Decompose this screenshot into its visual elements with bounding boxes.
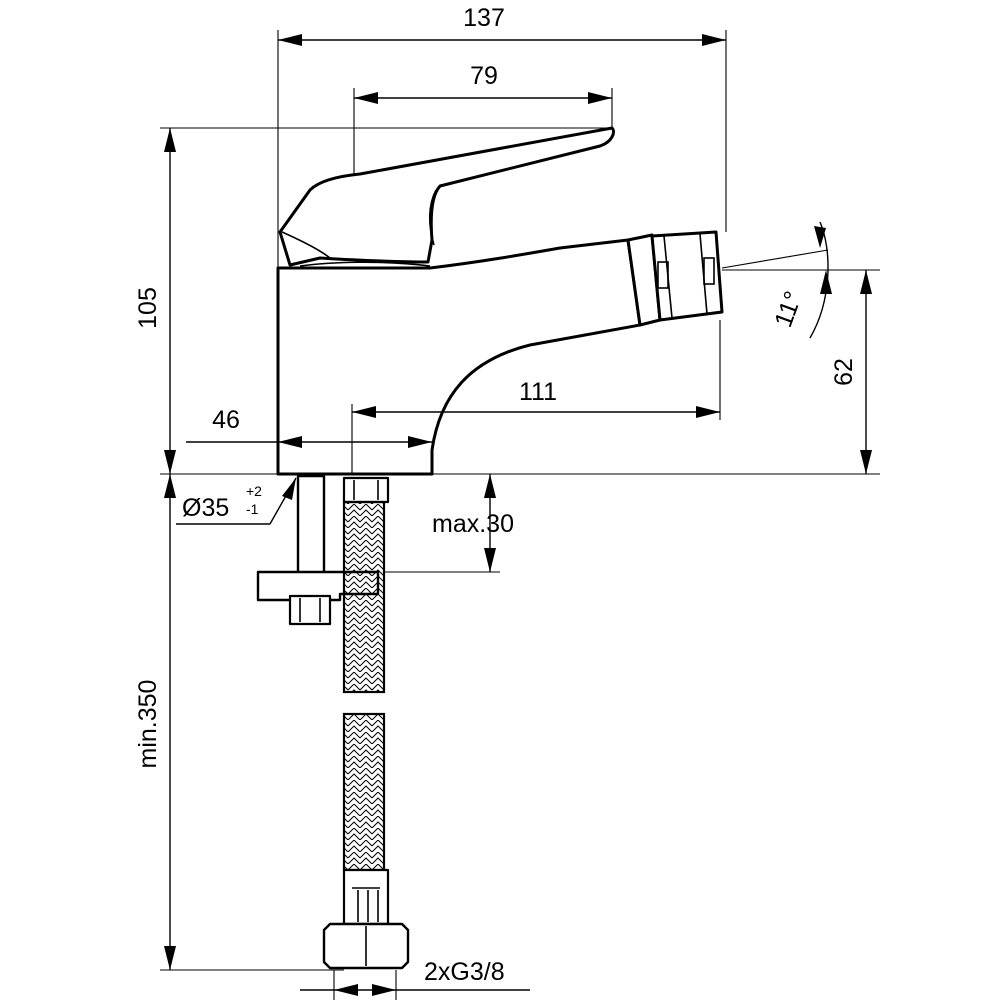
dim-max-deck: max.30	[432, 510, 514, 538]
dim-spout-reach: 111	[519, 378, 557, 406]
dim-total-height: 105	[134, 287, 162, 329]
dim-overall-width: 137	[463, 4, 505, 32]
extension-lines	[160, 30, 880, 1000]
dim-spout-height: 62	[830, 358, 858, 386]
faucet-body	[276, 230, 724, 476]
dim-base-offset: 46	[212, 406, 240, 434]
lever-handle	[278, 126, 615, 267]
dim-min-hose: min.350	[134, 680, 162, 769]
dimension-lines	[164, 34, 872, 996]
dim-connection: 2xG3/8	[424, 958, 505, 986]
dim-hole-tol-plus: +2	[246, 483, 262, 499]
dimension-labels: 137 79 105 62 11° 46 111 Ø35 +2 -1 max.3…	[134, 4, 858, 986]
dim-lever-length: 79	[470, 62, 498, 90]
mounting-kit	[256, 474, 410, 970]
dim-hole-tol-minus: -1	[246, 501, 259, 517]
dim-hole-diameter: Ø35	[182, 494, 229, 522]
dim-spout-angle: 11°	[769, 288, 808, 331]
